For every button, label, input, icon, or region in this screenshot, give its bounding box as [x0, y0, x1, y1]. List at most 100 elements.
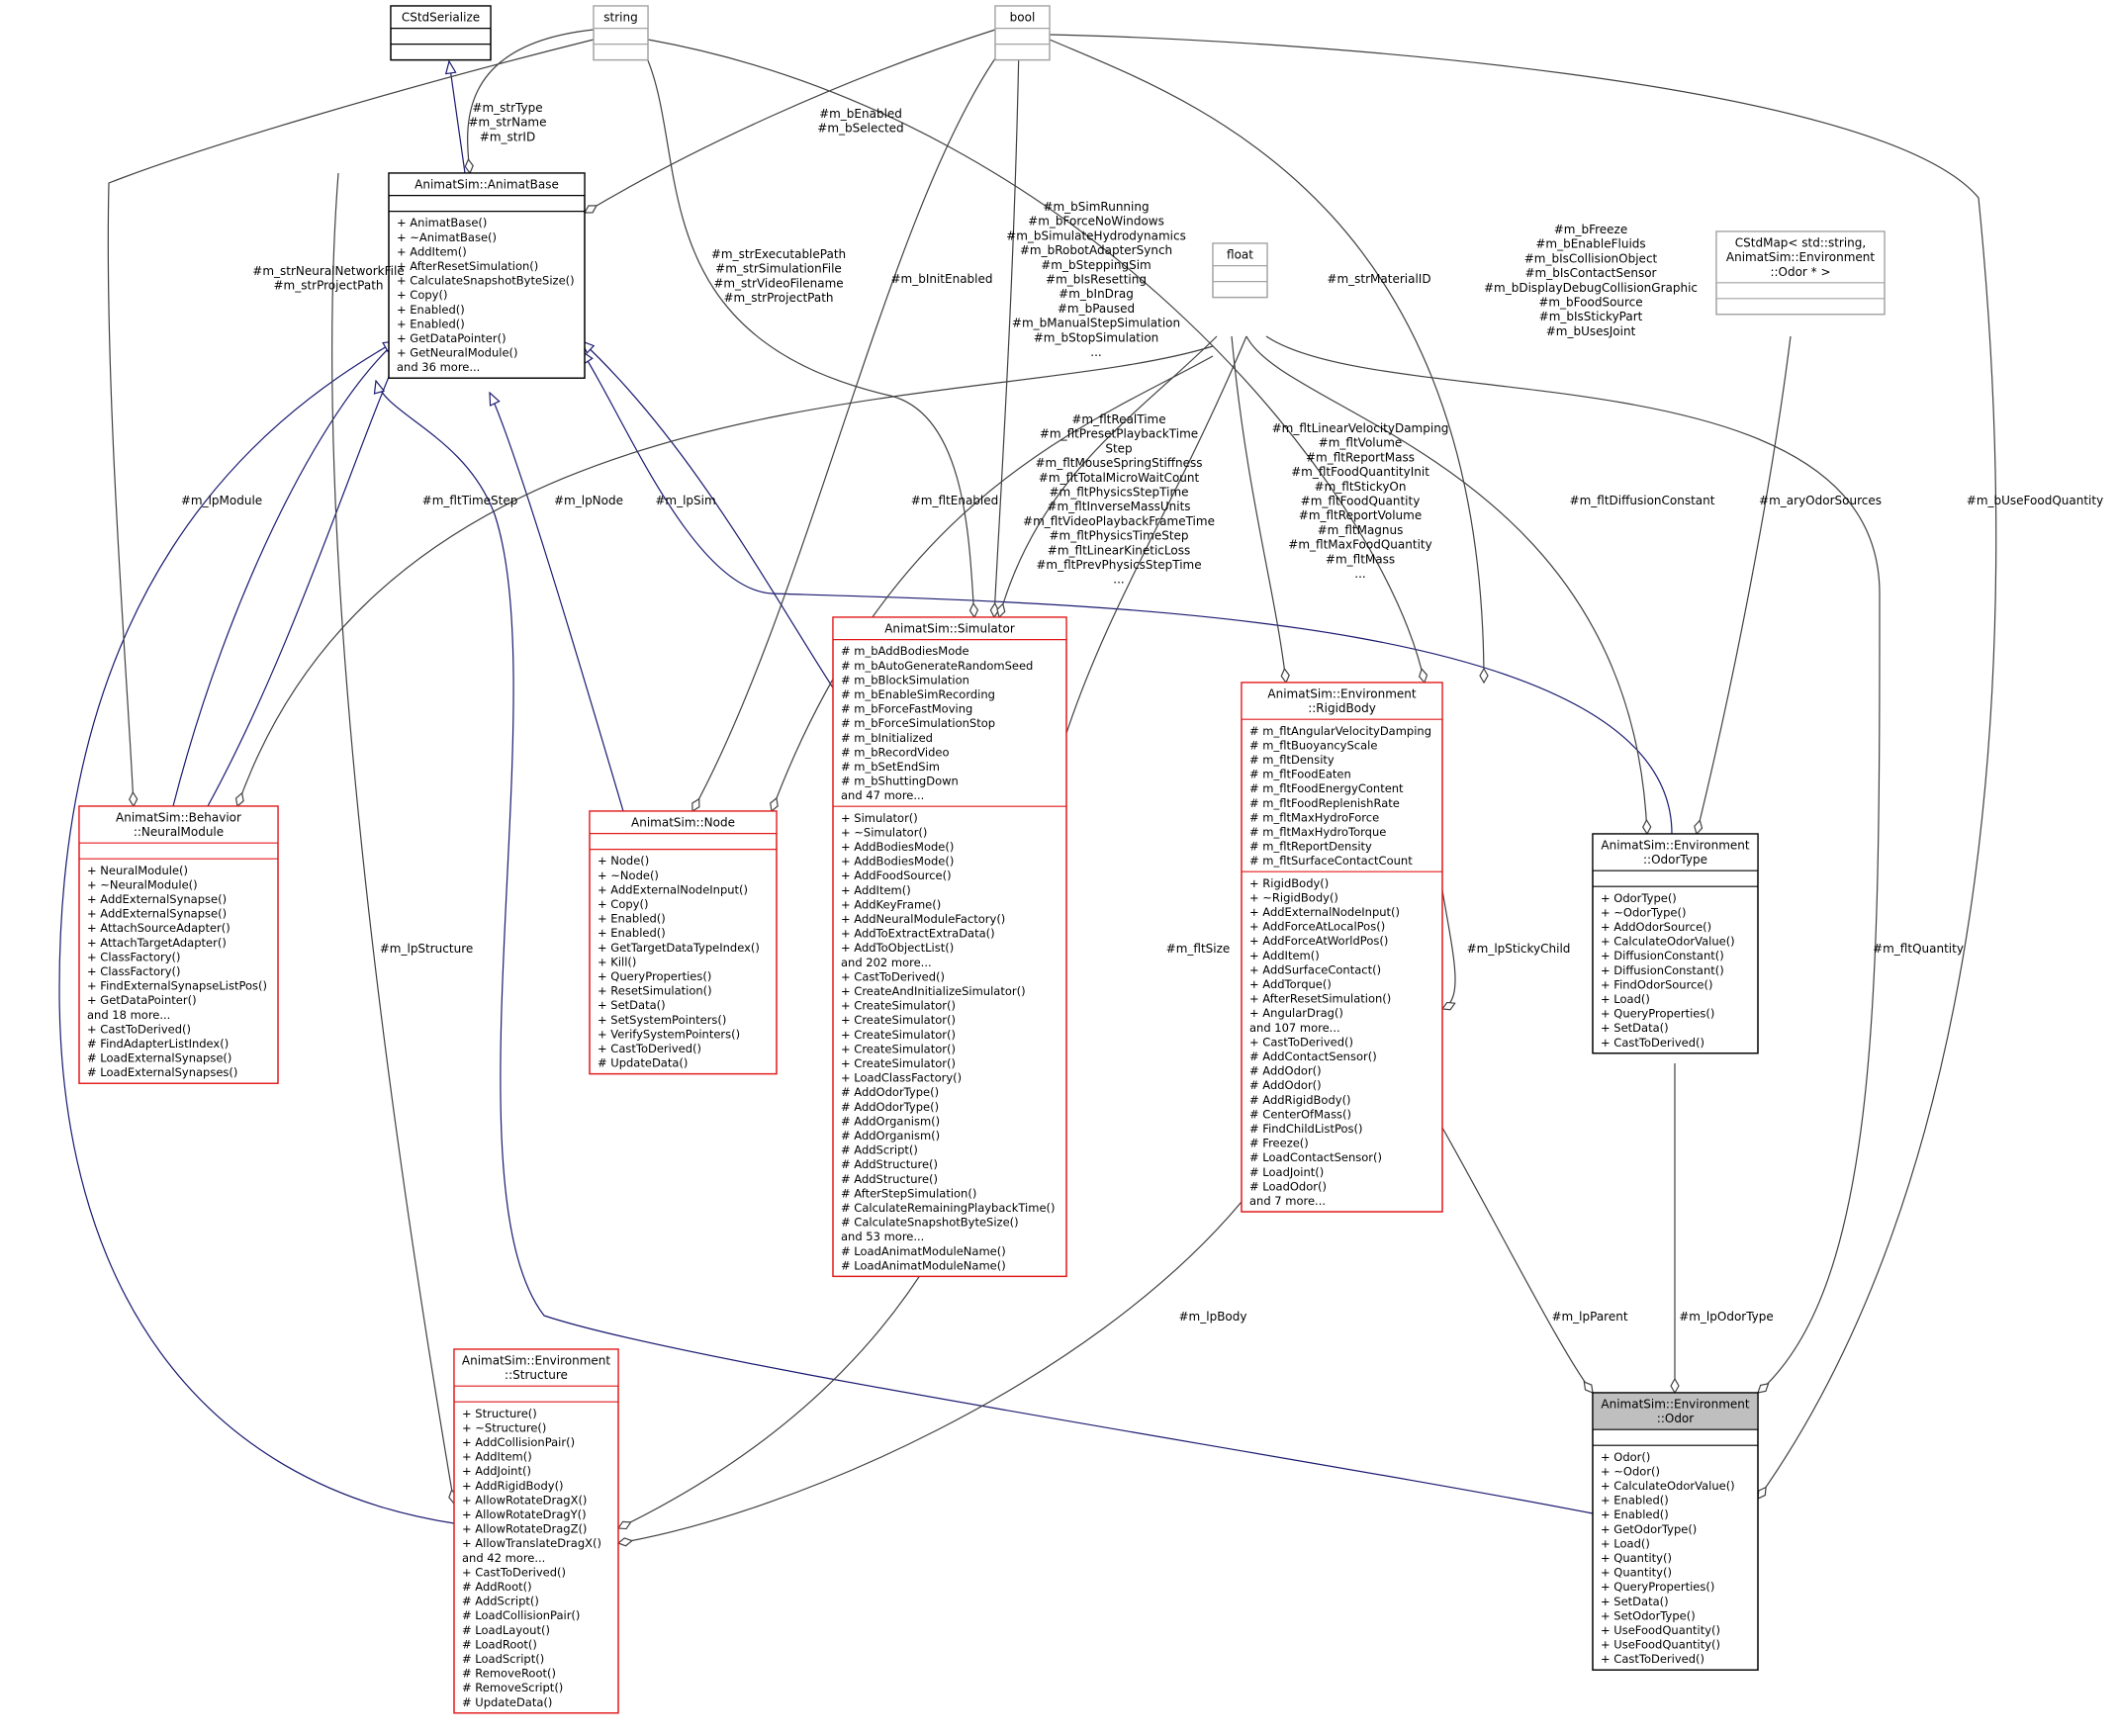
class-node-bool[interactable]: bool: [994, 5, 1051, 61]
class-node-method: + RigidBody(): [1249, 876, 1329, 890]
edge-label-line: #m_bIsContactSensor: [1525, 266, 1657, 280]
edge-label-lpbody: #m_lpBody: [1179, 1310, 1247, 1324]
class-node-node[interactable]: AnimatSim::Node+ Node()+ ~Node()+ AddExt…: [589, 810, 778, 1075]
class-node-method: + DiffusionConstant(): [1601, 949, 1724, 962]
class-node-method: + GetTargetDataTypeIndex(): [598, 941, 760, 955]
edge-label-line: #m_strName: [468, 116, 546, 130]
class-node-method: and 7 more...: [1249, 1194, 1326, 1208]
class-node-float[interactable]: float: [1212, 242, 1268, 299]
class-node-method: and 42 more...: [462, 1551, 545, 1565]
class-node-method: + AddExternalNodeInput(): [1249, 905, 1400, 919]
class-node-attribute: # m_fltAngularVelocityDamping: [1249, 724, 1431, 738]
edge-label-line: #m_bEnableFluids: [1535, 237, 1645, 251]
edge-label-lpsticky: #m_lpStickyChild: [1467, 942, 1571, 956]
class-node-odortype[interactable]: AnimatSim::Environment::OdorType+ OdorTy…: [1592, 833, 1759, 1054]
class-node-method: + QueryProperties(): [1601, 1580, 1714, 1594]
class-node-attribute: and 47 more...: [841, 788, 924, 802]
member-edge: [1049, 39, 1484, 683]
member-edge: [994, 44, 1020, 617]
class-node-attribute: # m_bInitialized: [841, 731, 933, 745]
class-node-method: + AfterResetSimulation(): [1249, 992, 1391, 1006]
edge-label-line: #m_bInDrag: [1059, 287, 1134, 301]
class-node-attribute: # m_fltSurfaceContactCount: [1249, 854, 1413, 868]
class-node-border: [390, 5, 492, 61]
edge-label-line: #m_fltTimeStep: [422, 494, 518, 507]
member-edge: [1245, 335, 1647, 834]
edge-label-line: #m_fltFoodQuantity: [1301, 495, 1421, 508]
class-node-attribute: # m_bEnableSimRecording: [841, 687, 995, 701]
class-node-method: # FindChildListPos(): [1249, 1122, 1363, 1136]
class-node-method: # LoadCollisionPair(): [462, 1608, 580, 1622]
edge-label-line: #m_strProjectPath: [273, 279, 383, 293]
class-node-title-bg: [1716, 231, 1885, 283]
class-node-cstdmap[interactable]: CStdMap< std::string,AnimatSim::Environm…: [1715, 230, 1886, 316]
class-node-method: + SetData(): [1601, 1595, 1669, 1608]
class-node-title-bg: [1593, 1393, 1758, 1430]
class-node-simulator[interactable]: AnimatSim::Simulator# m_bAddBodiesMode# …: [832, 616, 1067, 1278]
edge-label-fltdiffusion: #m_fltDiffusionConstant: [1570, 494, 1715, 507]
edge-label-bfreeze: #m_bFreeze#m_bEnableFluids#m_bIsCollisio…: [1484, 223, 1698, 338]
class-node-title: ::Structure: [505, 1368, 568, 1382]
class-node-odor[interactable]: AnimatSim::Environment::Odor+ Odor()+ ~O…: [1592, 1392, 1759, 1671]
class-node-method: + CastToDerived(): [841, 969, 945, 983]
edge-label-line: #m_lpStructure: [380, 942, 474, 956]
edge-label-binit: #m_bInitEnabled: [890, 272, 992, 286]
class-node-attribute: # m_fltMaxHydroTorque: [1249, 825, 1386, 839]
edge-label-line: #m_bFoodSource: [1538, 296, 1642, 310]
edge-label-strneural: #m_strNeuralNetworkFile#m_strProjectPath: [252, 264, 404, 293]
class-node-title-bg: [833, 617, 1066, 640]
edge-labels-layer: #m_strType#m_strName#m_strID#m_bEnabled#…: [181, 101, 2103, 1324]
edge-label-line: #m_strProjectPath: [723, 291, 833, 305]
class-node-border: [1241, 682, 1443, 1213]
edge-label-line: #m_fltStickyOn: [1315, 480, 1407, 494]
class-node-title-bg: [590, 811, 777, 834]
class-node-method: + QueryProperties(): [598, 969, 711, 983]
edge-label-line: #m_lpBody: [1179, 1310, 1247, 1324]
class-node-method: # AddOdor(): [1249, 1064, 1322, 1078]
class-node-method: + ~AnimatBase(): [397, 230, 497, 244]
edge-label-strexec: #m_strExecutablePath#m_strSimulationFile…: [711, 247, 846, 305]
class-node-title-bg: [391, 6, 491, 29]
class-node-cstdserialize[interactable]: CStdSerialize: [390, 5, 492, 61]
class-node-method: # AddScript(): [841, 1143, 918, 1157]
class-node-title: ::OdorType: [1643, 853, 1707, 867]
class-node-method: + SetOdorType(): [1601, 1608, 1696, 1622]
class-node-method: + AddNeuralModuleFactory(): [841, 912, 1005, 926]
class-node-method: # AddStructure(): [841, 1172, 938, 1186]
edge-label-line: #m_fltMass: [1326, 552, 1395, 566]
inheritance-edge: [58, 341, 455, 1524]
member-edge: [331, 172, 454, 1504]
class-node-method: + LoadClassFactory(): [841, 1071, 962, 1085]
class-node-border: [593, 5, 649, 61]
class-node-method: # CenterOfMass(): [1249, 1107, 1351, 1121]
class-node-animatbase[interactable]: AnimatSim::AnimatBase+ AnimatBase()+ ~An…: [388, 172, 586, 379]
edge-label-fltrealtime: #m_fltRealTime#m_fltPresetPlaybackTimeSt…: [1023, 412, 1215, 587]
edge-label-line: #m_bSimRunning: [1043, 200, 1149, 214]
class-node-title-bg: [594, 6, 648, 29]
class-node-method: and 202 more...: [841, 956, 932, 969]
edge-label-line: #m_strMaterialID: [1327, 272, 1430, 286]
class-node-title: AnimatSim::Environment: [1726, 250, 1876, 264]
class-node-method: + AddBodiesMode(): [841, 855, 954, 868]
class-node-method: + QueryProperties(): [1601, 1007, 1714, 1021]
class-node-method: + AddFoodSource(): [841, 868, 952, 882]
edge-label-line: #m_bUsesJoint: [1546, 324, 1636, 338]
class-node-string[interactable]: string: [593, 5, 649, 61]
class-node-method: + GetOdorType(): [1601, 1522, 1697, 1536]
class-node-neuralmodule[interactable]: AnimatSim::Behavior::NeuralModule+ Neura…: [78, 805, 279, 1084]
class-node-method: + AllowRotateDragX(): [462, 1493, 587, 1507]
class-node-method: + AddJoint(): [462, 1464, 531, 1478]
class-node-title: AnimatSim::Environment: [462, 1354, 611, 1368]
class-node-title: float: [1227, 248, 1253, 262]
class-node-title: AnimatSim::Behavior: [116, 811, 241, 825]
edge-label-line: #m_fltLinearKineticLoss: [1048, 543, 1190, 557]
class-node-method: + DiffusionConstant(): [1601, 963, 1724, 977]
edge-label-line: #m_bSteppingSim: [1041, 258, 1151, 272]
class-node-method: # RemoveRoot(): [462, 1667, 556, 1681]
class-node-structure[interactable]: AnimatSim::Environment::Structure+ Struc…: [453, 1348, 619, 1714]
class-node-rigidbody[interactable]: AnimatSim::Environment::RigidBody# m_flt…: [1241, 682, 1443, 1213]
class-node-method: + CastToDerived(): [598, 1042, 701, 1055]
class-node-method: + Enabled(): [1601, 1494, 1669, 1508]
edge-label-line: #m_lpStickyChild: [1467, 942, 1571, 956]
class-node-method: + SetData(): [598, 998, 666, 1012]
